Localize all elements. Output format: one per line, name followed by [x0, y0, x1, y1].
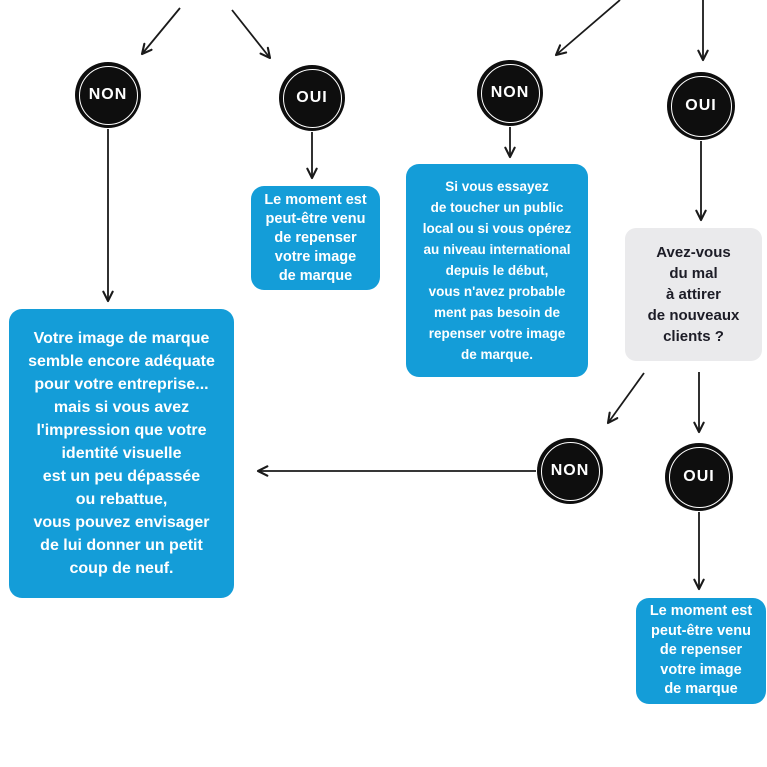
circle-ring	[282, 68, 342, 128]
decision-circle-oui-2: OUI	[667, 72, 735, 140]
circle-ring	[480, 63, 540, 123]
result-box-rebrand-bottom: Le moment est peut-être venu de repenser…	[636, 598, 766, 704]
decision-circle-non-3: NON	[537, 438, 603, 504]
decision-circle-oui-3: OUI	[665, 443, 733, 511]
decision-circle-non-1: NON	[75, 62, 141, 128]
circle-ring	[78, 65, 138, 125]
circle-ring	[668, 446, 730, 508]
arrow-entry-to-non-2	[554, 0, 621, 57]
decision-circle-non-2: NON	[477, 60, 543, 126]
circle-label: OUI	[683, 468, 715, 485]
question-box-new-clients: Avez-vous du mal à attirer de nouveaux c…	[625, 228, 762, 361]
circle-ring	[540, 441, 600, 501]
arrow-entry-to-non-1	[140, 7, 181, 56]
arrow-question-to-non-3	[606, 372, 645, 425]
arrow-entry-to-oui-1	[231, 9, 272, 60]
circle-label: OUI	[685, 97, 717, 114]
result-box-image-adequate: Votre image de marque semble encore adéq…	[9, 309, 234, 598]
circle-ring	[670, 75, 732, 137]
decision-circle-oui-1: OUI	[279, 65, 345, 131]
result-box-rebrand-top: Le moment est peut-être venu de repenser…	[251, 186, 380, 290]
circle-label: NON	[88, 86, 128, 103]
result-box-public-local: Si vous essayez de toucher un public loc…	[406, 164, 588, 377]
circle-label: NON	[490, 84, 530, 101]
circle-label: OUI	[296, 89, 328, 106]
circle-label: NON	[550, 462, 590, 479]
